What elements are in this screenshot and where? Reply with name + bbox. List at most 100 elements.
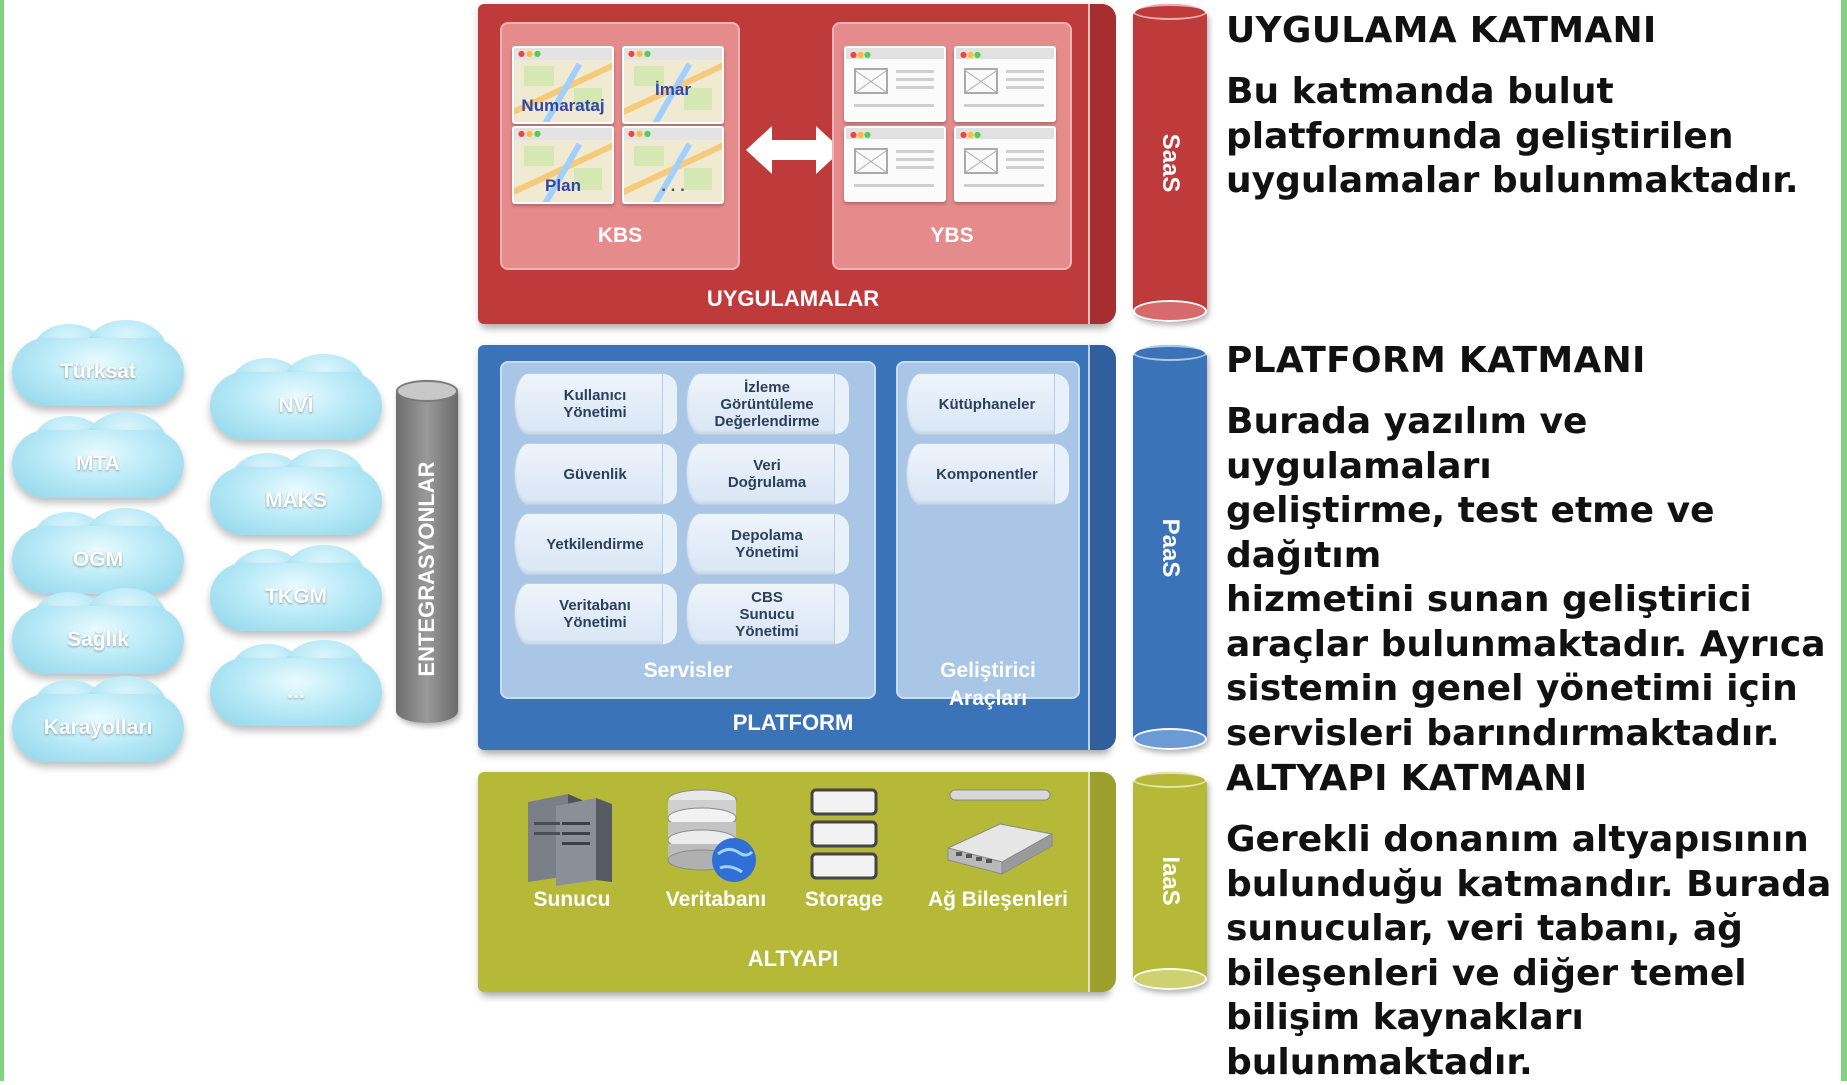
storage-icon	[808, 788, 880, 884]
infrastructure-layer-title: ALTYAPI	[478, 946, 1108, 972]
description-line: Burada yazılım ve uygulamaları	[1226, 400, 1846, 489]
service-label: Güvenlik	[563, 466, 626, 483]
service-label: Yetkilendirme	[546, 536, 644, 553]
cloud-label: Karayolları	[44, 716, 153, 740]
service-authorization: Yetkilendirme	[514, 513, 676, 575]
cylinder-top	[1133, 345, 1207, 361]
cylinder-top	[1133, 772, 1207, 788]
platform-layer-description: Burada yazılım ve uygulamaları geliştirm…	[1226, 400, 1846, 756]
application-layer-title: UYGULAMALAR	[478, 286, 1108, 312]
iaas-label: IaaS	[1156, 856, 1184, 905]
platform-layer: Kullanıcı Yönetimi İzleme Görüntüleme De…	[478, 345, 1108, 750]
integration-cylinder: ENTEGRASYONLAR	[396, 380, 458, 723]
service-gis-server-management: CBS Sunucu Yönetimi	[686, 583, 848, 645]
ybs-panel: ●●● ●●● ●●● ●●● YBS	[832, 22, 1072, 270]
cylinder-cap	[396, 380, 458, 402]
service-user-management: Kullanıcı Yönetimi	[514, 373, 676, 435]
description-line: sistemin genel yönetimi için	[1226, 667, 1846, 712]
infra-item-server: Sunucu	[522, 888, 622, 912]
cylinder-bottom	[1133, 728, 1207, 750]
cloud-label: ...	[287, 680, 305, 704]
thumb-imar: ●●● İmar	[622, 46, 724, 124]
description-line: sunucular, veri tabanı, ağ	[1226, 907, 1846, 952]
service-label: Veritabanı Yönetimi	[559, 597, 631, 631]
wireframe-window: ●●●	[844, 126, 946, 202]
service-label: Kullanıcı Yönetimi	[563, 387, 626, 421]
description-line: servisleri barındırmaktadır.	[1226, 712, 1846, 757]
saas-label: SaaS	[1156, 134, 1184, 193]
thumb-numarataj: ●●● Numarataj	[512, 46, 614, 124]
wireframe-window: ●●●	[954, 46, 1056, 122]
description-line: araçlar bulunmaktadır. Ayrıca	[1226, 623, 1846, 668]
cloud-label: Sağlık	[67, 628, 129, 652]
cloud-label: NVİ	[278, 394, 313, 418]
iaas-cylinder: IaaS	[1133, 772, 1207, 990]
platform-layer-heading: PLATFORM KATMANI	[1226, 340, 1646, 381]
cloud-label: MAKS	[265, 489, 327, 513]
saas-cylinder: SaaS	[1133, 4, 1207, 322]
wireframe-window: ●●●	[954, 126, 1056, 202]
dev-tool-libraries: Kütüphaneler	[906, 373, 1068, 435]
dev-tool-components: Komponentler	[906, 443, 1068, 505]
services-panel: Kullanıcı Yönetimi İzleme Görüntüleme De…	[500, 361, 876, 699]
service-label: İzleme Görüntüleme Değerlendirme	[714, 379, 819, 430]
service-label: CBS Sunucu Yönetimi	[735, 589, 798, 640]
description-line: Bu katmanda bulut	[1226, 70, 1846, 115]
description-line: bileşenleri ve diğer temel	[1226, 952, 1846, 997]
infra-item-database: Veritabanı	[656, 888, 776, 912]
infra-layer-heading: ALTYAPI KATMANI	[1226, 758, 1587, 799]
thumb-more: ●●● . . .	[622, 126, 724, 204]
database-globe-icon	[662, 788, 762, 888]
dev-tools-panel: Kütüphaneler Komponentler Geliştirici Ar…	[896, 361, 1080, 699]
dev-tools-label: Geliştirici Araçları	[898, 657, 1078, 713]
infra-layer-description: Gerekli donanım altyapısının bulunduğu k…	[1226, 818, 1846, 1085]
description-line: bulunduğu katmandır. Burada	[1226, 863, 1846, 908]
paas-label: PaaS	[1156, 518, 1184, 577]
dev-tool-label: Komponentler	[936, 466, 1038, 483]
kbs-panel: ●●● Numarataj ●●● İmar ●●● Plan ●●● . . …	[500, 22, 740, 270]
service-database-management: Veritabanı Yönetimi	[514, 583, 676, 645]
double-arrow-icon	[746, 122, 842, 178]
service-label: Depolama Yönetimi	[731, 527, 803, 561]
network-switch-icon	[940, 786, 1060, 886]
thumb-label: Plan	[514, 176, 612, 196]
infra-item-storage: Storage	[792, 888, 896, 912]
app-layer-heading: UYGULAMA KATMANI	[1226, 10, 1657, 51]
cloud-label: Türksat	[60, 360, 136, 384]
cylinder-bottom	[1133, 300, 1207, 322]
description-line: uygulamalar bulunmaktadır.	[1226, 159, 1846, 204]
cylinder-top	[1133, 4, 1207, 20]
infra-item-network: Ağ Bileşenleri	[918, 888, 1078, 912]
scroll-edge	[1088, 345, 1116, 750]
service-label: Veri Doğrulama	[728, 457, 806, 491]
thumb-label: İmar	[624, 80, 722, 100]
description-line: platformunda geliştirilen	[1226, 115, 1846, 160]
thumb-label: Numarataj	[514, 96, 612, 116]
application-layer: ●●● Numarataj ●●● İmar ●●● Plan ●●● . . …	[478, 4, 1108, 324]
cylinder-bottom	[1133, 968, 1207, 990]
service-data-validation: Veri Doğrulama	[686, 443, 848, 505]
thumb-plan: ●●● Plan	[512, 126, 614, 204]
server-icon	[522, 792, 618, 886]
cloud-label: OGM	[73, 548, 123, 572]
integration-label: ENTEGRASYONLAR	[414, 461, 440, 676]
thumb-label: . . .	[624, 176, 722, 196]
services-label: Servisler	[502, 659, 874, 683]
description-line: bulunmaktadır.	[1226, 1041, 1846, 1085]
wireframe-window: ●●●	[844, 46, 946, 122]
scroll-edge	[1088, 4, 1116, 324]
paas-cylinder: PaaS	[1133, 345, 1207, 750]
cloud-label: MTA	[76, 452, 120, 476]
app-layer-description: Bu katmanda bulut platformunda geliştiri…	[1226, 70, 1846, 204]
platform-layer-title: PLATFORM	[478, 710, 1108, 736]
description-line: bilişim kaynakları	[1226, 996, 1846, 1041]
cloud-label: TKGM	[265, 585, 327, 609]
description-line: Gerekli donanım altyapısının	[1226, 818, 1846, 863]
service-monitoring: İzleme Görüntüleme Değerlendirme	[686, 373, 848, 435]
dev-tool-label: Kütüphaneler	[939, 396, 1036, 413]
kbs-label: KBS	[502, 224, 738, 248]
description-line: geliştirme, test etme ve dağıtım	[1226, 489, 1846, 578]
service-storage-management: Depolama Yönetimi	[686, 513, 848, 575]
description-line: hizmetini sunan geliştirici	[1226, 578, 1846, 623]
left-border	[0, 0, 4, 1081]
